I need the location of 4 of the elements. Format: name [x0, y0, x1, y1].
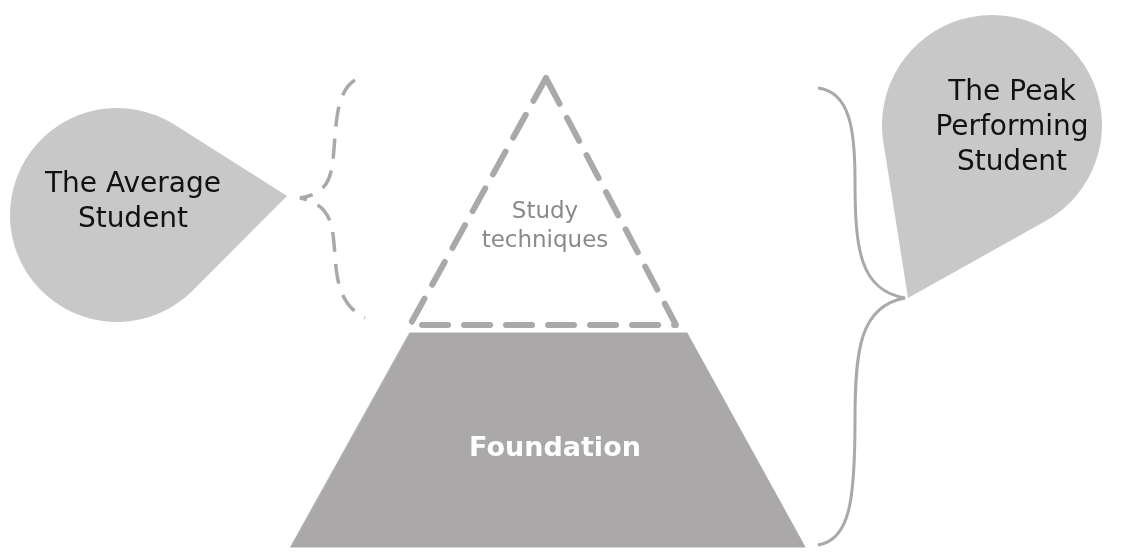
bubble-label: The Peak Performing Student [934, 72, 1090, 178]
foundation-label: Foundation [468, 430, 642, 464]
bubble-label: The Average Student [44, 165, 222, 235]
triangle-label: Study techniques [480, 196, 610, 254]
